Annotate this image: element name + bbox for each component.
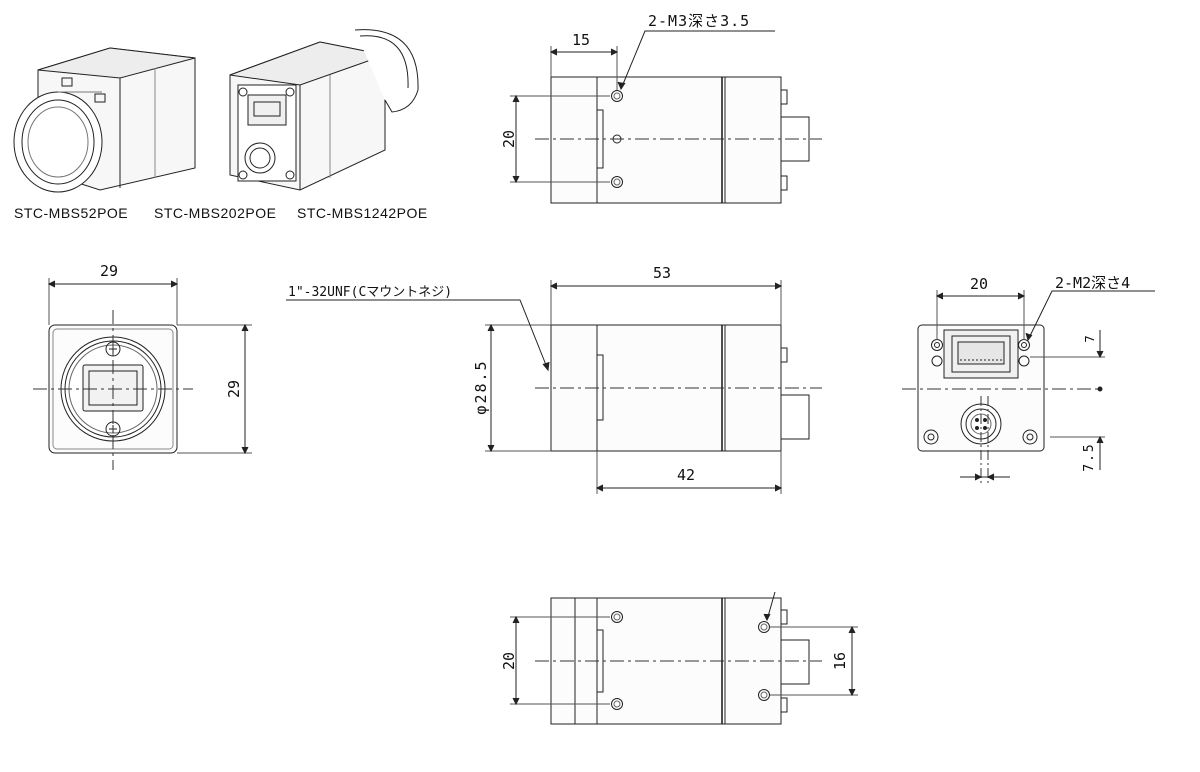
side-mount-note: 1"-32UNF(Cマウントネジ) (288, 285, 453, 300)
model-label-2: STC-MBS202POE (154, 205, 277, 221)
model-label-3: STC-MBS1242POE (297, 205, 428, 221)
rear-view (902, 290, 1155, 485)
top-dim-width: 15 (572, 31, 591, 49)
bottom-view (510, 592, 858, 724)
bottom-dim-height: 20 (500, 651, 518, 671)
rear-dim-offset-bottom: 7.5 (1082, 442, 1097, 472)
front-dim-width: 29 (100, 262, 119, 280)
rear-dim-offset-top: 7 (1083, 335, 1097, 343)
side-view (286, 280, 822, 494)
top-view (510, 31, 822, 203)
front-dim-height: 29 (225, 379, 243, 399)
iso-view-rear (230, 30, 418, 190)
side-dim-total: 53 (653, 264, 672, 282)
side-dim-diameter: φ28.5 (472, 359, 490, 415)
front-view (33, 278, 252, 470)
model-label-1: STC-MBS52POE (14, 205, 129, 221)
iso-view-front (13, 48, 195, 193)
rear-thread-note: 2-M2深さ4 (1055, 274, 1131, 292)
bottom-dim-connector: 16 (831, 651, 849, 671)
top-dim-height: 20 (500, 129, 518, 149)
top-thread-note: 2-M3深さ3.5 (648, 12, 751, 30)
rear-dim-width: 20 (970, 275, 989, 293)
side-dim-body: 42 (677, 466, 696, 484)
